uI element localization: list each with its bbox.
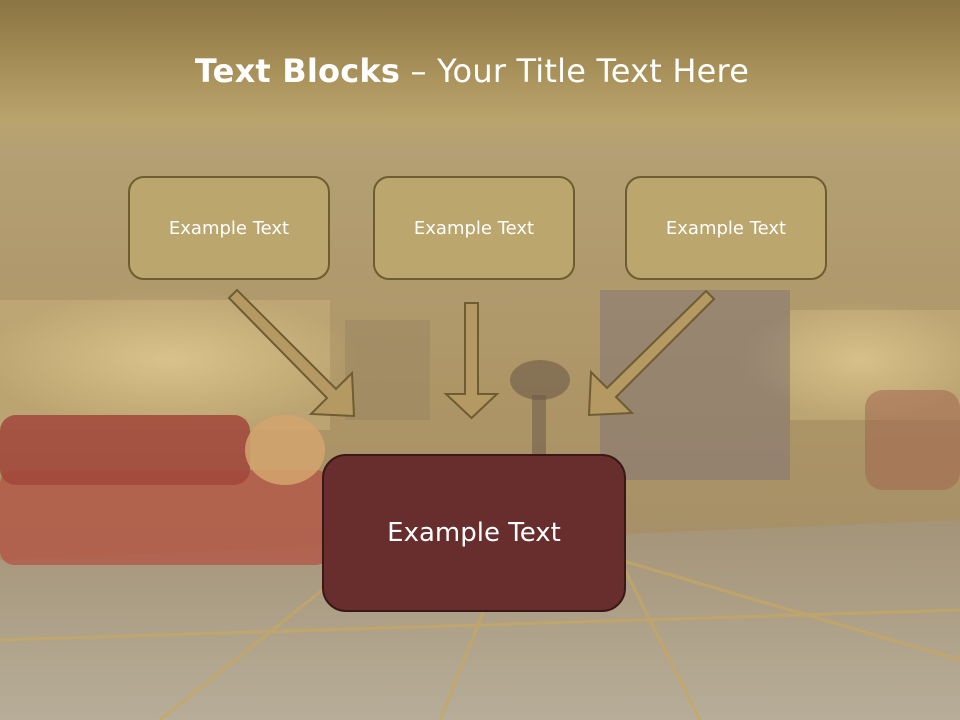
text-block-center-label: Example Text xyxy=(413,217,535,239)
title-rest: Your Title Text Here xyxy=(437,52,750,90)
text-block-left-label: Example Text xyxy=(168,217,290,239)
text-block-center[interactable]: Example Text xyxy=(373,176,575,280)
arrow-right xyxy=(587,289,716,417)
arrow-left xyxy=(227,288,356,418)
title-separator: – xyxy=(400,52,438,90)
text-block-left[interactable]: Example Text xyxy=(128,176,330,280)
slide-title: Text Blocks – Your Title Text Here xyxy=(0,52,944,90)
text-block-right-label: Example Text xyxy=(665,217,787,239)
title-bold: Text Blocks xyxy=(194,52,401,90)
target-block-label: Example Text xyxy=(387,518,561,548)
target-block[interactable]: Example Text xyxy=(322,454,626,612)
text-block-right[interactable]: Example Text xyxy=(625,176,827,280)
title-band xyxy=(0,0,960,150)
arrow-center xyxy=(443,302,500,420)
